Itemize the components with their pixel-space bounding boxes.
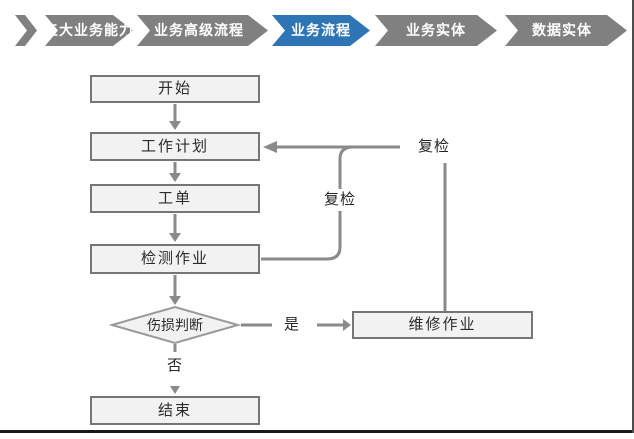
- node-work-plan: 工作计划: [90, 132, 260, 161]
- nav-chevron-step-1[interactable]: [45, 15, 133, 46]
- nav-chevron-step-3-active[interactable]: [272, 15, 370, 46]
- arrowhead-into-order: [169, 173, 181, 182]
- node-start: 开始: [90, 75, 260, 103]
- arrowhead-into-inspect: [169, 233, 181, 242]
- process-nav-shapes: [15, 15, 627, 46]
- edge-recheck-inner-loop: [261, 145, 354, 261]
- arrowhead-into-repair: [343, 319, 351, 331]
- decision-diamond-shape: [108, 305, 242, 345]
- nav-step-5-label[interactable]: 数据实体: [532, 22, 592, 38]
- edge-label-yes: 是: [278, 314, 306, 336]
- nav-lead-chevron-icon: [15, 15, 37, 46]
- edge-label-recheck-inner: 复检: [318, 189, 362, 211]
- nav-chevron-step-5[interactable]: [505, 15, 627, 46]
- right-border-line: [632, 0, 634, 433]
- nav-chevron-step-4[interactable]: [375, 15, 497, 46]
- nav-step-1-label[interactable]: 五大业务能力: [44, 22, 134, 38]
- arrowhead-into-end: [170, 386, 180, 394]
- nav-chevron-step-2[interactable]: [137, 15, 268, 46]
- nav-step-2-label[interactable]: 业务高级流程: [154, 22, 244, 38]
- nav-step-3-label[interactable]: 业务流程: [291, 22, 351, 38]
- arrowhead-into-plan-right: [263, 141, 277, 153]
- bottom-border-line: [0, 430, 634, 433]
- arrowhead-into-plan-top: [169, 121, 181, 130]
- node-damage-decision-label: 伤损判断: [147, 317, 203, 333]
- arrowhead-into-decision: [169, 296, 181, 305]
- edge-label-no: 否: [161, 355, 189, 377]
- node-end: 结束: [90, 396, 260, 425]
- edge-label-recheck-outer: 复检: [412, 136, 456, 158]
- node-repair-work: 维修作业: [352, 311, 533, 339]
- node-work-order: 工单: [90, 184, 260, 213]
- node-inspection-work: 检测作业: [90, 244, 260, 274]
- nav-step-4-label[interactable]: 业务实体: [406, 22, 466, 38]
